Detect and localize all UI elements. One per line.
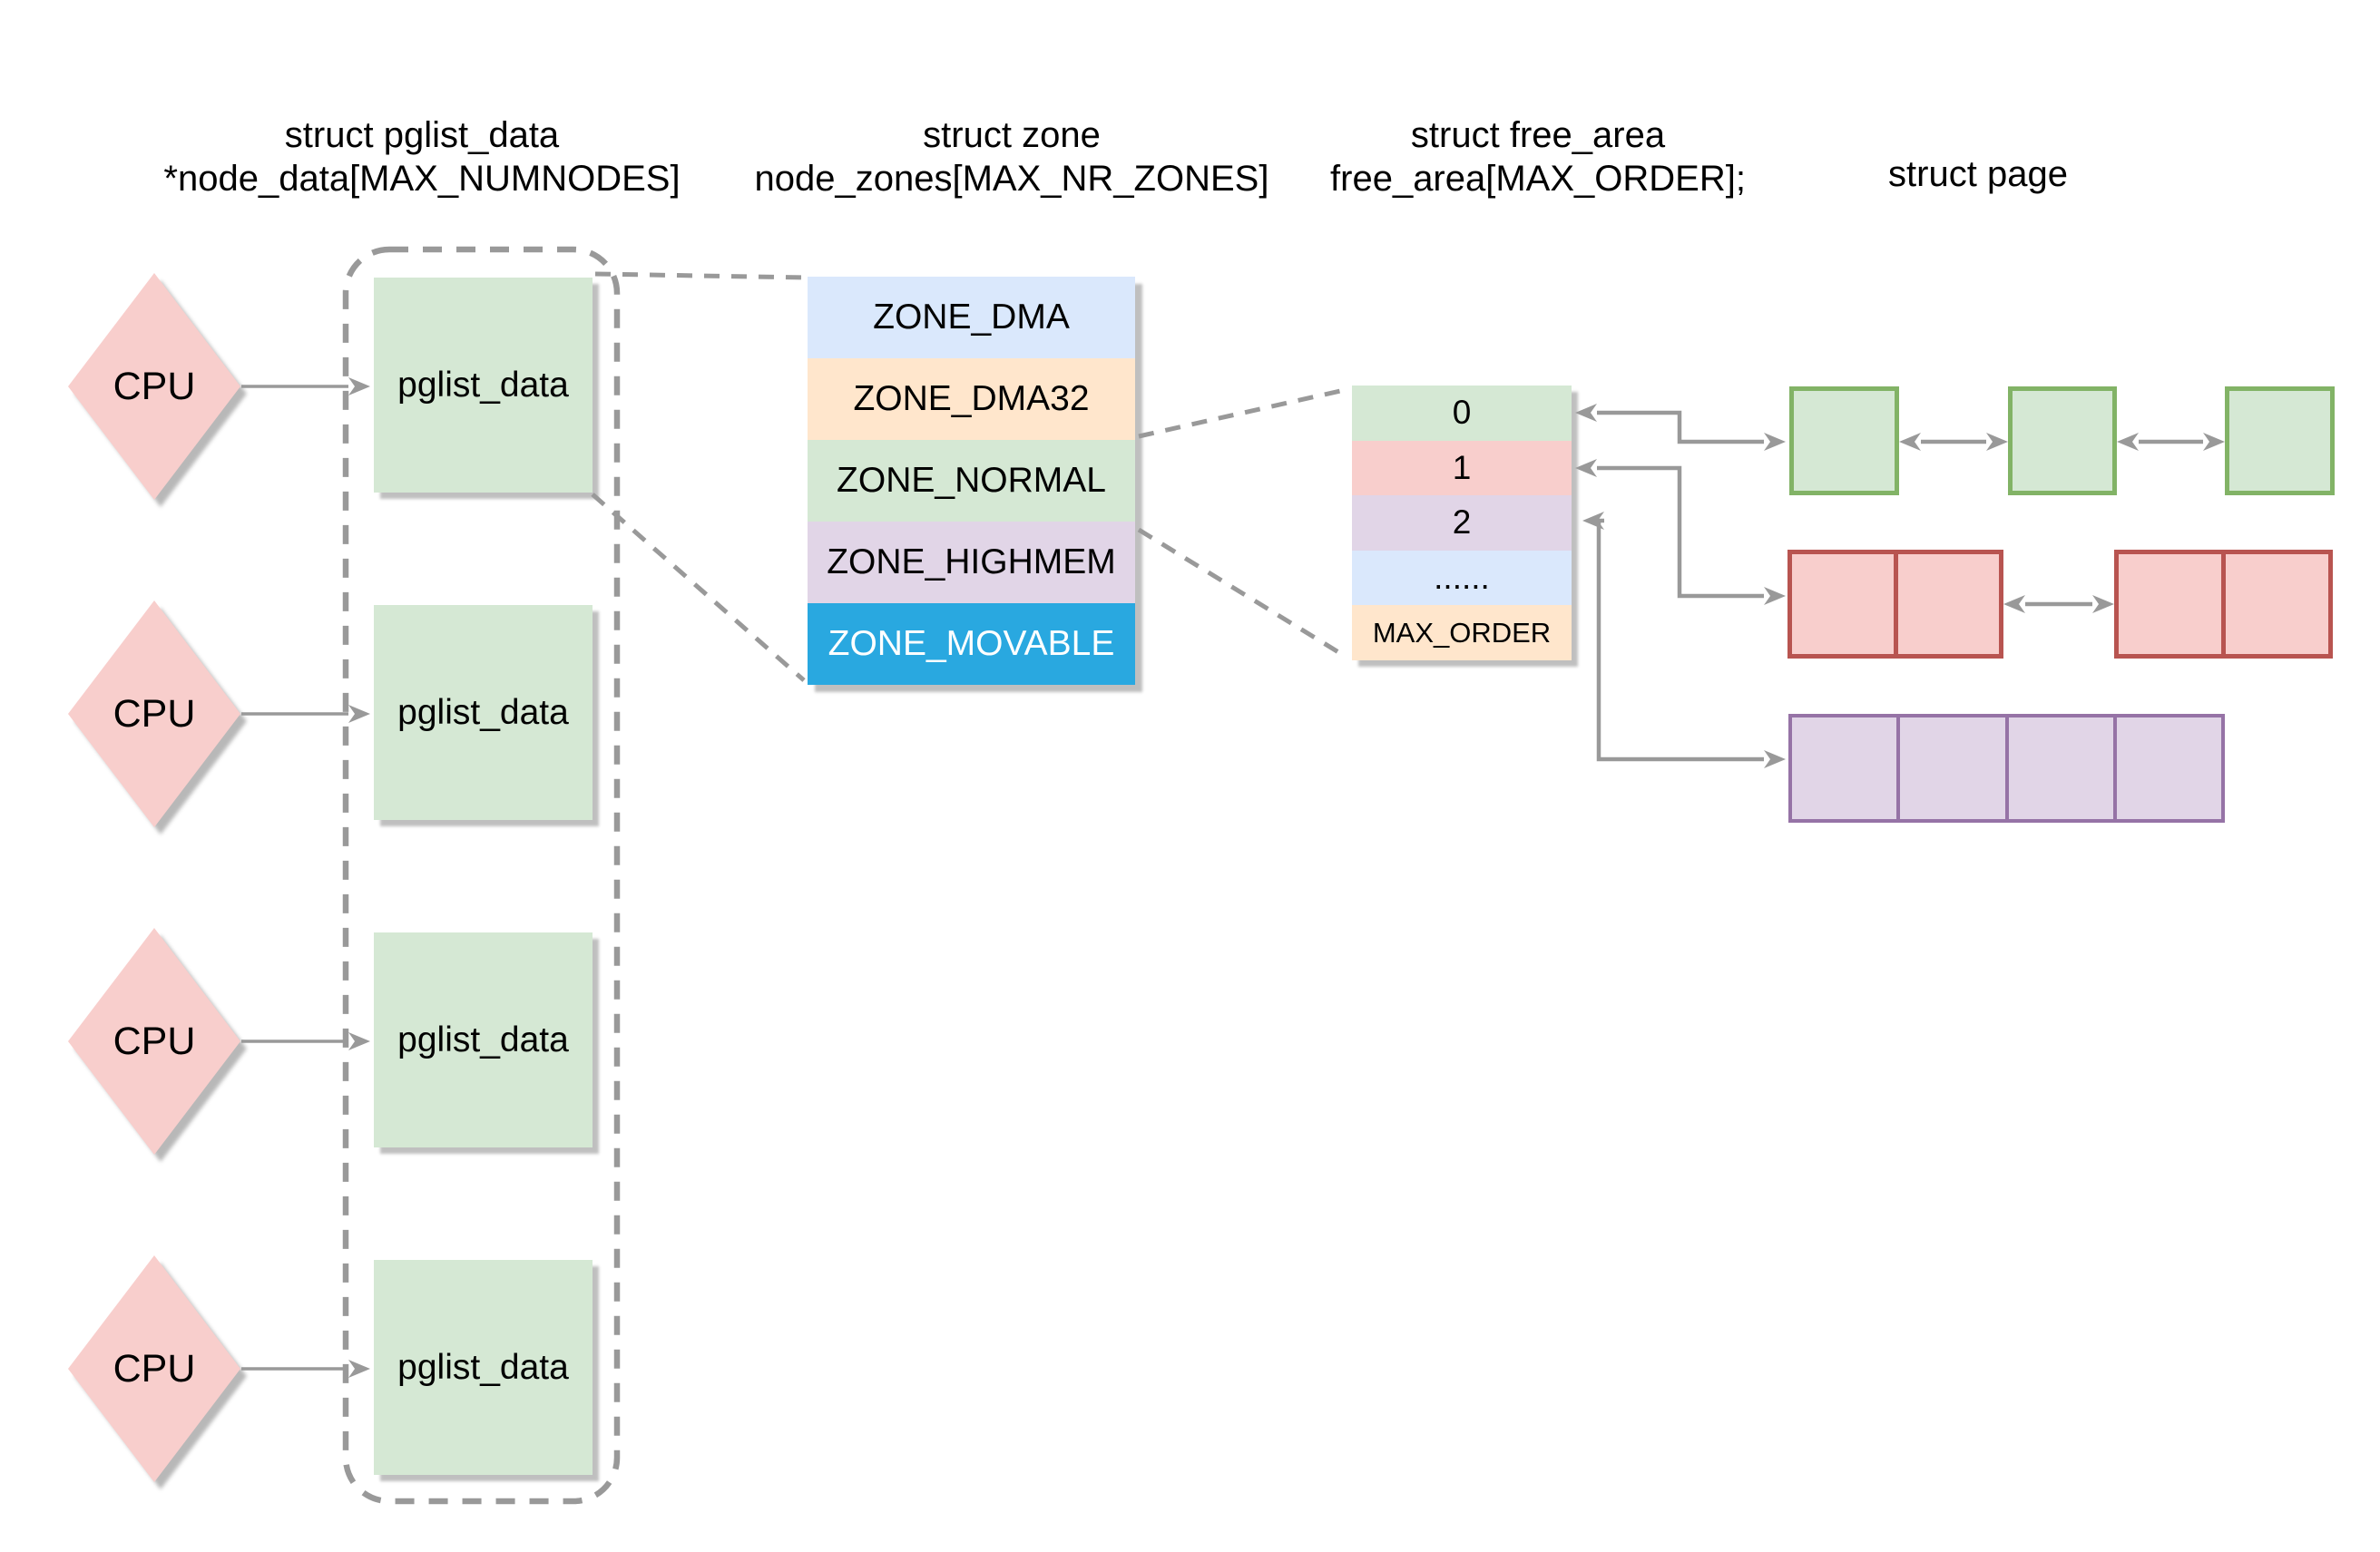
pglist-data-box-4: pglist_data bbox=[374, 1260, 593, 1475]
zone-row-dma: ZONE_DMA bbox=[808, 277, 1135, 358]
cpu-node-1: CPU bbox=[64, 268, 245, 504]
page-cell bbox=[1792, 717, 1896, 819]
cpu-label: CPU bbox=[113, 364, 196, 408]
cpu-diamond-shape bbox=[68, 600, 240, 827]
pglist-data-box-1: pglist_data bbox=[374, 278, 593, 493]
page-cell bbox=[2119, 554, 2221, 654]
cpu-label: CPU bbox=[113, 691, 196, 736]
page-cell bbox=[1893, 554, 2000, 654]
page-block-order0-3 bbox=[2225, 386, 2335, 495]
zone-row-normal: ZONE_NORMAL bbox=[808, 440, 1135, 522]
header-free-area-line1: struct free_area bbox=[1410, 115, 1666, 155]
pglist-data-box-3: pglist_data bbox=[374, 932, 593, 1147]
cpu-diamond-shape bbox=[68, 273, 240, 500]
pglist-data-label: pglist_data bbox=[397, 692, 569, 732]
pglist-data-label: pglist_data bbox=[397, 1347, 569, 1387]
cpu-diamond-4 bbox=[68, 1255, 240, 1482]
cpu-diamond-shape bbox=[68, 928, 240, 1155]
dashed-line-zone-to-freearea-bottom bbox=[1137, 527, 1349, 660]
cpu-node-3: CPU bbox=[64, 923, 245, 1159]
dashed-line-pglist-to-zone-bottom bbox=[591, 493, 806, 682]
page-block-order2-1 bbox=[1788, 714, 2225, 823]
free-area-row-2: 2 bbox=[1352, 495, 1572, 551]
page-block-order1-2 bbox=[2114, 550, 2333, 659]
cpu-diamond-1 bbox=[68, 273, 240, 500]
connector-order2-to-pages bbox=[1582, 512, 1786, 768]
connector-order1-to-pages bbox=[1575, 459, 1786, 605]
header-free-area: struct free_area free_area[MAX_ORDER]; bbox=[1243, 113, 1833, 200]
pglist-data-box-2: pglist_data bbox=[374, 605, 593, 820]
page-cell bbox=[2229, 391, 2330, 491]
zone-row-highmem: ZONE_HIGHMEM bbox=[808, 522, 1135, 603]
pglist-data-label: pglist_data bbox=[397, 365, 569, 405]
header-zone-line2: node_zones[MAX_NR_ZONES] bbox=[754, 159, 1269, 199]
page-block-order0-1 bbox=[1789, 386, 1899, 495]
free-area-table: 0 1 2 ...... MAX_ORDER bbox=[1352, 386, 1572, 660]
page-cell bbox=[1896, 717, 2004, 819]
cpu-node-2: CPU bbox=[64, 596, 245, 832]
free-area-row-ellipsis: ...... bbox=[1352, 550, 1572, 606]
page-cell bbox=[2112, 717, 2221, 819]
dashed-line-zone-to-freearea-top bbox=[1138, 386, 1349, 439]
cpu-node-4: CPU bbox=[64, 1251, 245, 1487]
page-cell bbox=[2221, 554, 2328, 654]
free-area-row-1: 1 bbox=[1352, 440, 1572, 496]
free-area-row-0: 0 bbox=[1352, 386, 1572, 441]
zone-array: ZONE_DMA ZONE_DMA32 ZONE_NORMAL ZONE_HIG… bbox=[808, 277, 1135, 685]
page-cell bbox=[1794, 391, 1895, 491]
cpu-label: CPU bbox=[113, 1346, 196, 1391]
header-struct-page-line1: struct page bbox=[1888, 154, 2068, 194]
connector-order0-to-pages bbox=[1575, 404, 1786, 451]
page-cell bbox=[2013, 391, 2112, 491]
header-pglist-line2: *node_data[MAX_NUMNODES] bbox=[163, 159, 681, 199]
dashed-line-pglist-to-zone-top bbox=[594, 271, 807, 280]
page-block-order1-1 bbox=[1787, 550, 2003, 659]
cpu-diamond-3 bbox=[68, 928, 240, 1155]
cpu-diamond-2 bbox=[68, 600, 240, 827]
zone-row-movable: ZONE_MOVABLE bbox=[808, 603, 1135, 685]
header-free-area-line2: free_area[MAX_ORDER]; bbox=[1330, 159, 1746, 199]
page-cell bbox=[1792, 554, 1894, 654]
header-pglist-data: struct pglist_data *node_data[MAX_NUMNOD… bbox=[127, 113, 717, 200]
page-cell bbox=[2004, 717, 2113, 819]
header-pglist-line1: struct pglist_data bbox=[284, 115, 560, 155]
cpu-diamond-shape bbox=[68, 1255, 240, 1482]
header-struct-page: struct page bbox=[1774, 152, 2182, 196]
cpu-label: CPU bbox=[113, 1019, 196, 1063]
free-area-row-max-order: MAX_ORDER bbox=[1352, 605, 1572, 660]
pglist-data-label: pglist_data bbox=[397, 1020, 569, 1059]
header-zone: struct zone node_zones[MAX_NR_ZONES] bbox=[717, 113, 1307, 200]
page-block-order0-2 bbox=[2008, 386, 2117, 495]
zone-row-dma32: ZONE_DMA32 bbox=[808, 358, 1135, 440]
header-zone-line1: struct zone bbox=[923, 115, 1101, 155]
